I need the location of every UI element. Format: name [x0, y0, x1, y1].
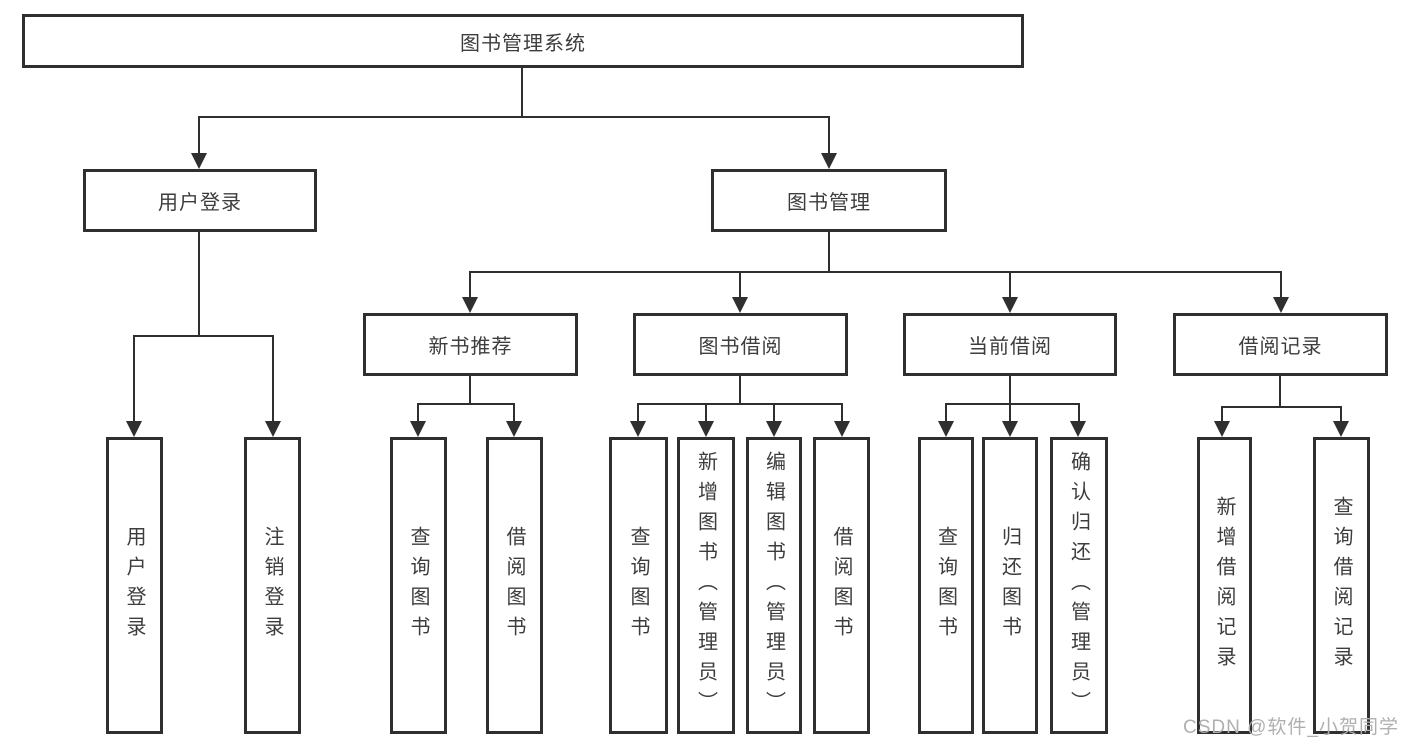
node-new-book-recommendation: 新书推荐	[363, 313, 578, 376]
connector-line	[1221, 406, 1342, 408]
connector-line	[739, 271, 741, 301]
connector-line	[1221, 406, 1223, 424]
leaf-borrowing-add-books-admin: 新增图书（管理员）	[677, 437, 735, 734]
connector-line	[469, 271, 1282, 273]
arrow-down-icon	[698, 421, 714, 437]
node-book-borrowing: 图书借阅	[633, 313, 848, 376]
arrow-down-icon	[1333, 421, 1349, 437]
arrow-down-icon	[821, 153, 837, 169]
node-borrowing-records: 借阅记录	[1173, 313, 1388, 376]
connector-line	[198, 116, 830, 118]
connector-line	[1009, 376, 1011, 405]
arrow-down-icon	[126, 421, 142, 437]
connector-line	[1009, 403, 1011, 423]
node-current-borrowing: 当前借阅	[903, 313, 1117, 376]
node-book-management: 图书管理	[711, 169, 947, 232]
connector-line	[469, 271, 471, 301]
leaf-recommend-borrow-books: 借阅图书	[486, 437, 543, 734]
connector-line	[828, 116, 830, 156]
arrow-down-icon	[1214, 421, 1230, 437]
arrow-down-icon	[938, 421, 954, 437]
connector-line	[945, 403, 947, 423]
arrow-down-icon	[506, 421, 522, 437]
leaf-user-login: 用户登录	[106, 437, 163, 734]
node-library-management-system: 图书管理系统	[22, 14, 1024, 68]
connector-line	[469, 376, 471, 405]
connector-line	[1078, 403, 1080, 423]
connector-line	[521, 68, 523, 117]
node-user-login: 用户登录	[83, 169, 317, 232]
connector-line	[417, 403, 419, 423]
arrow-down-icon	[1070, 421, 1086, 437]
connector-line	[637, 403, 639, 423]
connector-line	[198, 232, 200, 337]
arrow-down-icon	[630, 421, 646, 437]
arrow-down-icon	[1002, 297, 1018, 313]
watermark: CSDN @软件_小贺同学	[1183, 717, 1399, 738]
leaf-recommend-query-books: 查询图书	[390, 437, 447, 734]
connector-line	[417, 403, 515, 405]
connector-line	[945, 403, 1080, 405]
connector-line	[739, 376, 741, 405]
connector-line	[1340, 406, 1342, 424]
connector-line	[705, 403, 707, 423]
connector-line	[513, 403, 515, 423]
connector-line	[637, 403, 843, 405]
leaf-current-query-books: 查询图书	[918, 437, 974, 734]
connector-line	[841, 403, 843, 423]
leaf-current-confirm-return-admin: 确认归还（管理员）	[1050, 437, 1108, 734]
connector-line	[773, 403, 775, 423]
arrow-down-icon	[766, 421, 782, 437]
leaf-records-query-borrow-record: 查询借阅记录	[1313, 437, 1370, 734]
leaf-current-return-books: 归还图书	[982, 437, 1038, 734]
arrow-down-icon	[834, 421, 850, 437]
arrow-down-icon	[410, 421, 426, 437]
arrow-down-icon	[1273, 297, 1289, 313]
connector-line	[1009, 271, 1011, 301]
arrow-down-icon	[462, 297, 478, 313]
arrow-down-icon	[265, 421, 281, 437]
connector-line	[828, 232, 830, 273]
leaf-records-add-borrow-record: 新增借阅记录	[1197, 437, 1252, 734]
leaf-borrowing-query-books: 查询图书	[609, 437, 668, 734]
connector-line	[198, 116, 200, 156]
leaf-logout: 注销登录	[244, 437, 301, 734]
connector-line	[272, 335, 274, 423]
leaf-borrowing-borrow-books: 借阅图书	[813, 437, 870, 734]
connector-line	[133, 335, 274, 337]
arrow-down-icon	[732, 297, 748, 313]
leaf-borrowing-edit-books-admin: 编辑图书（管理员）	[746, 437, 802, 734]
connector-line	[1280, 271, 1282, 301]
connector-line	[133, 335, 135, 423]
connector-line	[1279, 376, 1281, 408]
arrow-down-icon	[1002, 421, 1018, 437]
arrow-down-icon	[191, 153, 207, 169]
